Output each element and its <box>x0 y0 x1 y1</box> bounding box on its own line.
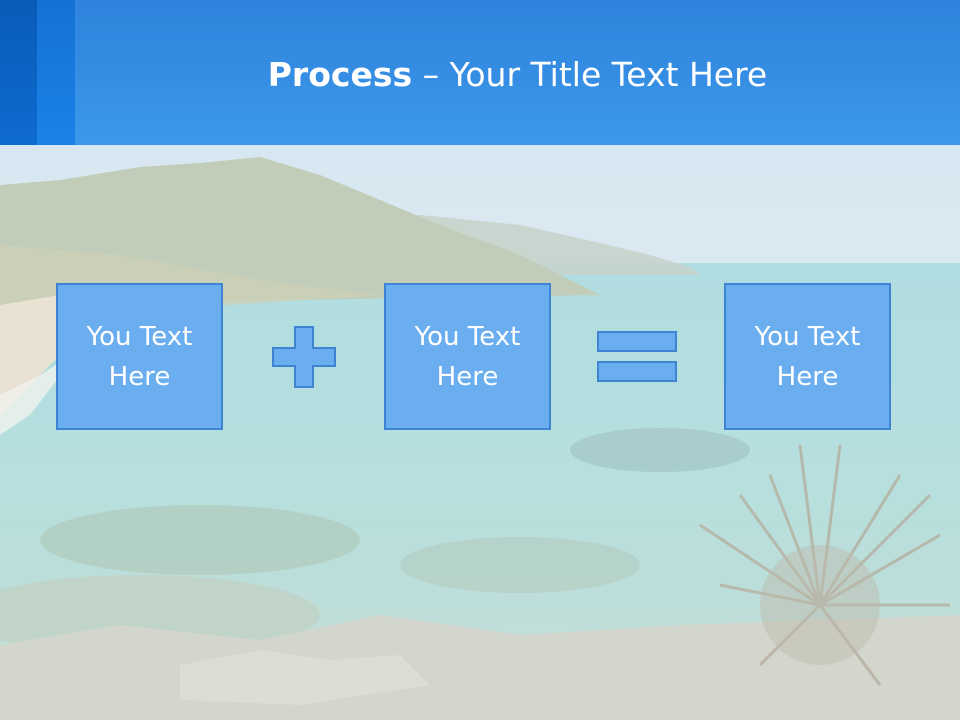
text-box-2[interactable]: You Text Here <box>384 283 551 430</box>
plus-icon <box>272 326 336 388</box>
title-bar: Process – Your Title Text Here <box>0 0 960 145</box>
text-box-3[interactable]: You Text Here <box>724 283 891 430</box>
accent-stripe-dark <box>0 0 37 145</box>
text-box-1-label: You Text Here <box>86 321 193 392</box>
text-box-1[interactable]: You Text Here <box>56 283 223 430</box>
text-box-3-label: You Text Here <box>754 321 861 392</box>
slide-title: Process – Your Title Text Here <box>75 52 960 98</box>
title-bold: Process <box>267 55 413 94</box>
text-box-2-label: You Text Here <box>414 321 521 392</box>
equals-icon <box>597 331 677 382</box>
beach-background-image <box>0 145 960 720</box>
title-rest: – Your Title Text Here <box>412 55 768 94</box>
accent-stripe-mid <box>37 0 75 145</box>
